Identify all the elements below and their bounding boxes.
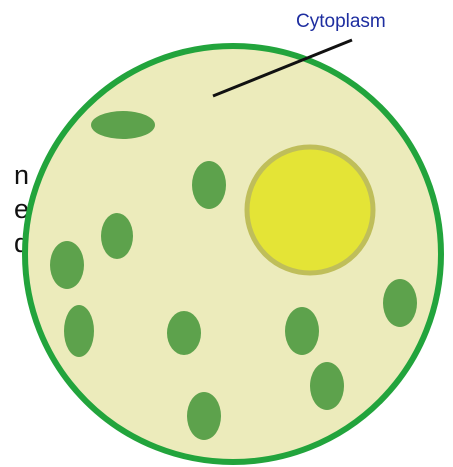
chloroplast xyxy=(101,213,133,259)
chloroplast xyxy=(50,241,84,289)
chloroplast xyxy=(167,311,201,355)
chloroplast xyxy=(192,161,226,209)
nucleus xyxy=(247,147,373,273)
chloroplast xyxy=(310,362,344,410)
chloroplast xyxy=(91,111,155,139)
chloroplast xyxy=(64,305,94,357)
chloroplast xyxy=(383,279,417,327)
chloroplast xyxy=(187,392,221,440)
cell-membrane xyxy=(25,46,441,462)
cytoplasm-label: Cytoplasm xyxy=(296,11,386,32)
chloroplast xyxy=(285,307,319,355)
